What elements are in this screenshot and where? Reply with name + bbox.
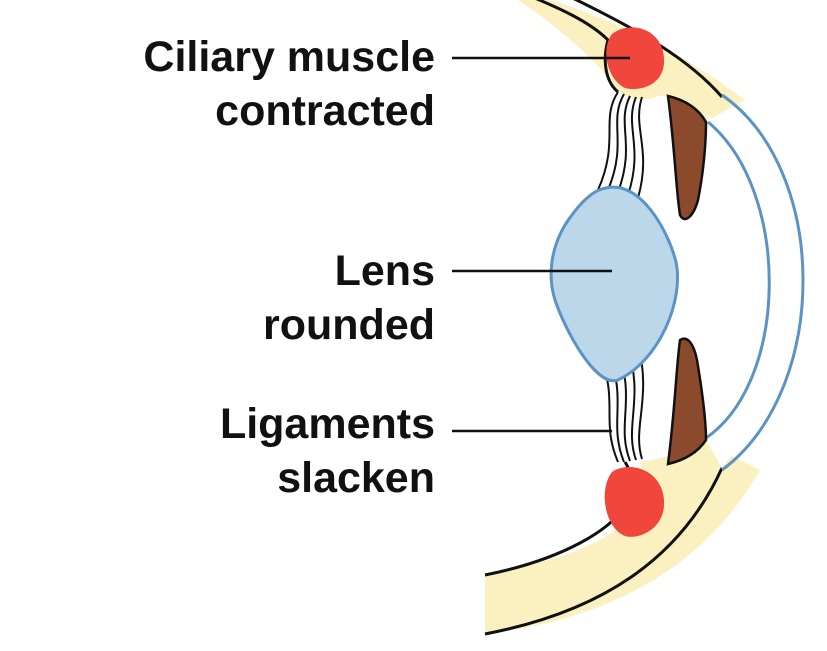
ciliary-label-line1: Ciliary muscle: [143, 33, 435, 81]
sclera-inner-outline-upper: [535, 0, 620, 94]
sclera-lower: [485, 438, 722, 634]
ligaments-label-line1: Ligaments: [219, 400, 435, 448]
ligaments-label-line2: slacken: [277, 454, 435, 502]
cornea-inner-outline: [705, 120, 771, 440]
lens: [549, 185, 679, 383]
cornea: [706, 120, 772, 468]
cornea-outer-outline: [721, 93, 805, 472]
iris-lower: [666, 337, 708, 466]
lens-label: Lens rounded: [35, 244, 435, 352]
lens-label-line2: rounded: [263, 301, 435, 349]
iris-upper: [666, 94, 708, 221]
ciliary-label-line2: contracted: [215, 87, 435, 135]
suspensory-ligaments-upper: [597, 91, 645, 199]
ciliary-muscle-lower: [604, 467, 665, 537]
ciliary-muscle-upper: [606, 27, 665, 90]
lens-label-line1: Lens: [334, 247, 435, 295]
ciliary-muscle-label: Ciliary muscle contracted: [35, 30, 435, 138]
sclera-outline-lower: [484, 467, 724, 636]
ligaments-label: Ligaments slacken: [35, 397, 435, 505]
